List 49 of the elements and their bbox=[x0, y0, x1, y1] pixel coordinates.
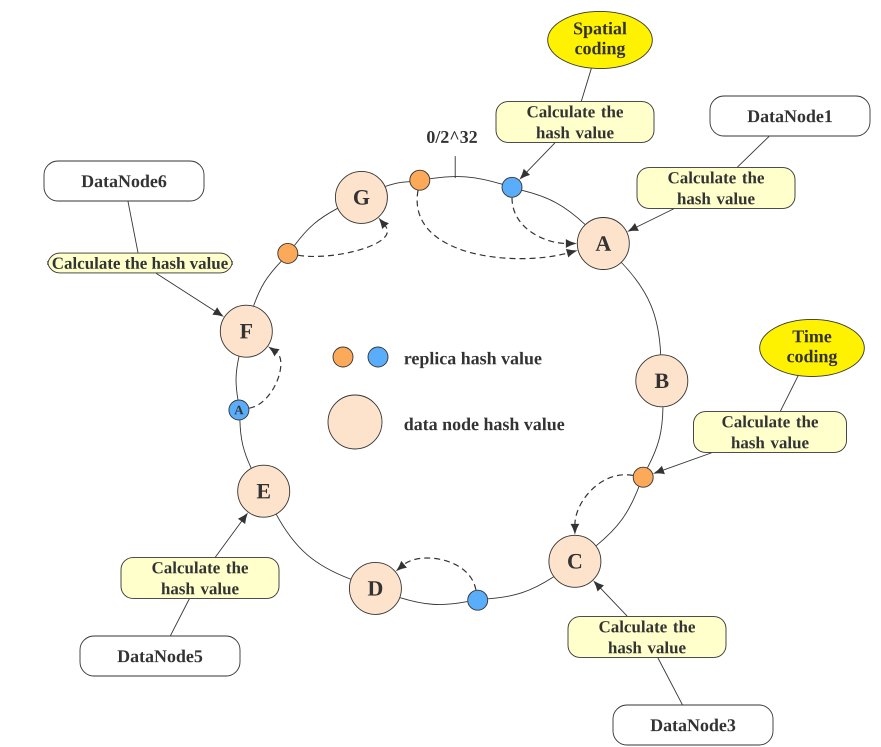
arrow bbox=[156, 272, 224, 316]
connector-line bbox=[657, 657, 683, 705]
dashed-arrow bbox=[570, 474, 633, 534]
dashed-arrow bbox=[298, 218, 388, 257]
replica-dot bbox=[502, 176, 522, 198]
dashed-arrow bbox=[416, 190, 576, 260]
hash-box: Calculate the hash value bbox=[636, 167, 796, 209]
ring-arc bbox=[522, 190, 586, 225]
legend-text: replica hash value bbox=[404, 352, 542, 368]
ring-arc bbox=[400, 597, 468, 605]
connector-line bbox=[128, 201, 138, 254]
legend-text: data node hash value bbox=[404, 418, 564, 430]
datanode-box: DataNode3 bbox=[612, 704, 774, 746]
dashed-arrow bbox=[249, 347, 282, 409]
connector-line bbox=[580, 68, 592, 102]
ring-arc bbox=[236, 356, 240, 400]
arrow bbox=[628, 208, 674, 232]
replica-dot bbox=[632, 466, 654, 488]
arrow bbox=[594, 581, 628, 617]
ring-arc bbox=[239, 420, 252, 468]
arrow bbox=[214, 513, 248, 558]
connector-line bbox=[780, 375, 798, 412]
ring-arc bbox=[647, 406, 664, 468]
hash-box: Calculate the hash value bbox=[568, 616, 726, 658]
ring-arc bbox=[276, 514, 352, 580]
ring-arc bbox=[430, 176, 502, 185]
arrow bbox=[520, 142, 556, 179]
dashed-arrow bbox=[511, 198, 576, 248]
hash-box: Calculate the hash value bbox=[693, 411, 847, 453]
datanode-box: DataNode1 bbox=[710, 96, 870, 136]
replica-dot bbox=[277, 242, 298, 264]
datanode-box: DataNode6 bbox=[44, 160, 204, 202]
ring-arc bbox=[385, 181, 410, 187]
ring-arc bbox=[253, 260, 282, 306]
hash-box: Calculate the hash value bbox=[47, 252, 233, 274]
replica-dot bbox=[409, 170, 430, 191]
replica-dot bbox=[467, 590, 488, 611]
hash-box: Calculate the hash value bbox=[120, 557, 280, 599]
hash-box: Calculate the hash value bbox=[496, 101, 654, 143]
datanode-box: DataNode5 bbox=[80, 636, 240, 676]
ring-arc bbox=[596, 486, 640, 546]
dashed-arrow bbox=[396, 557, 476, 590]
position-label: 0/2^32 bbox=[427, 130, 477, 144]
connector-line bbox=[737, 136, 770, 168]
ring-arc bbox=[488, 576, 554, 600]
ring-arc bbox=[621, 262, 662, 355]
connector-line bbox=[170, 598, 190, 636]
arrow bbox=[654, 452, 712, 474]
ring-arc bbox=[294, 208, 338, 246]
